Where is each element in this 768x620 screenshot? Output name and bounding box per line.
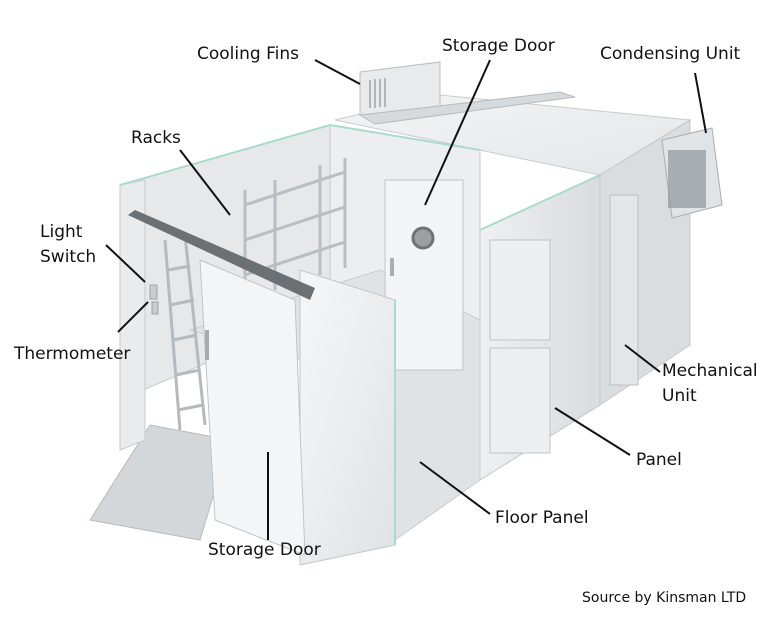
entry-ramp [89,424,231,541]
thermometer-device [151,301,159,315]
lower-reach-in-door [489,347,551,454]
label-condensing-unit: Condensing Unit [600,44,741,64]
light-switch [149,284,158,300]
label-light-switch-line-2: Switch [40,247,97,267]
label-racks: Racks [131,128,181,148]
wall-ladder [163,234,207,431]
upper-reach-in-door [489,239,551,341]
door-porthole [411,226,435,250]
front-wall-panel [299,269,396,566]
label-light-switch-line-1: Light [40,222,83,242]
leader-lines [105,59,707,540]
left-front-wall [119,179,146,451]
label-mechanical-unit-line-2: Unit [662,386,697,406]
source-credit: Source by Kinsman LTD [582,590,747,606]
label-cooling-fins: Cooling Fins [197,44,299,64]
interior-storage-door [384,179,464,371]
label-mechanical-unit-line-1: Mechanical [662,361,758,381]
label-storage-door-top: Storage Door [442,36,555,56]
sliding-storage-door [199,259,306,556]
sliding-door-track [128,210,315,300]
label-floor-panel: Floor Panel [495,508,589,528]
label-storage-door-bottom: Storage Door [208,540,321,560]
label-panel: Panel [636,450,682,470]
mechanical-door [609,194,639,386]
label-thermometer: Thermometer [14,344,131,364]
